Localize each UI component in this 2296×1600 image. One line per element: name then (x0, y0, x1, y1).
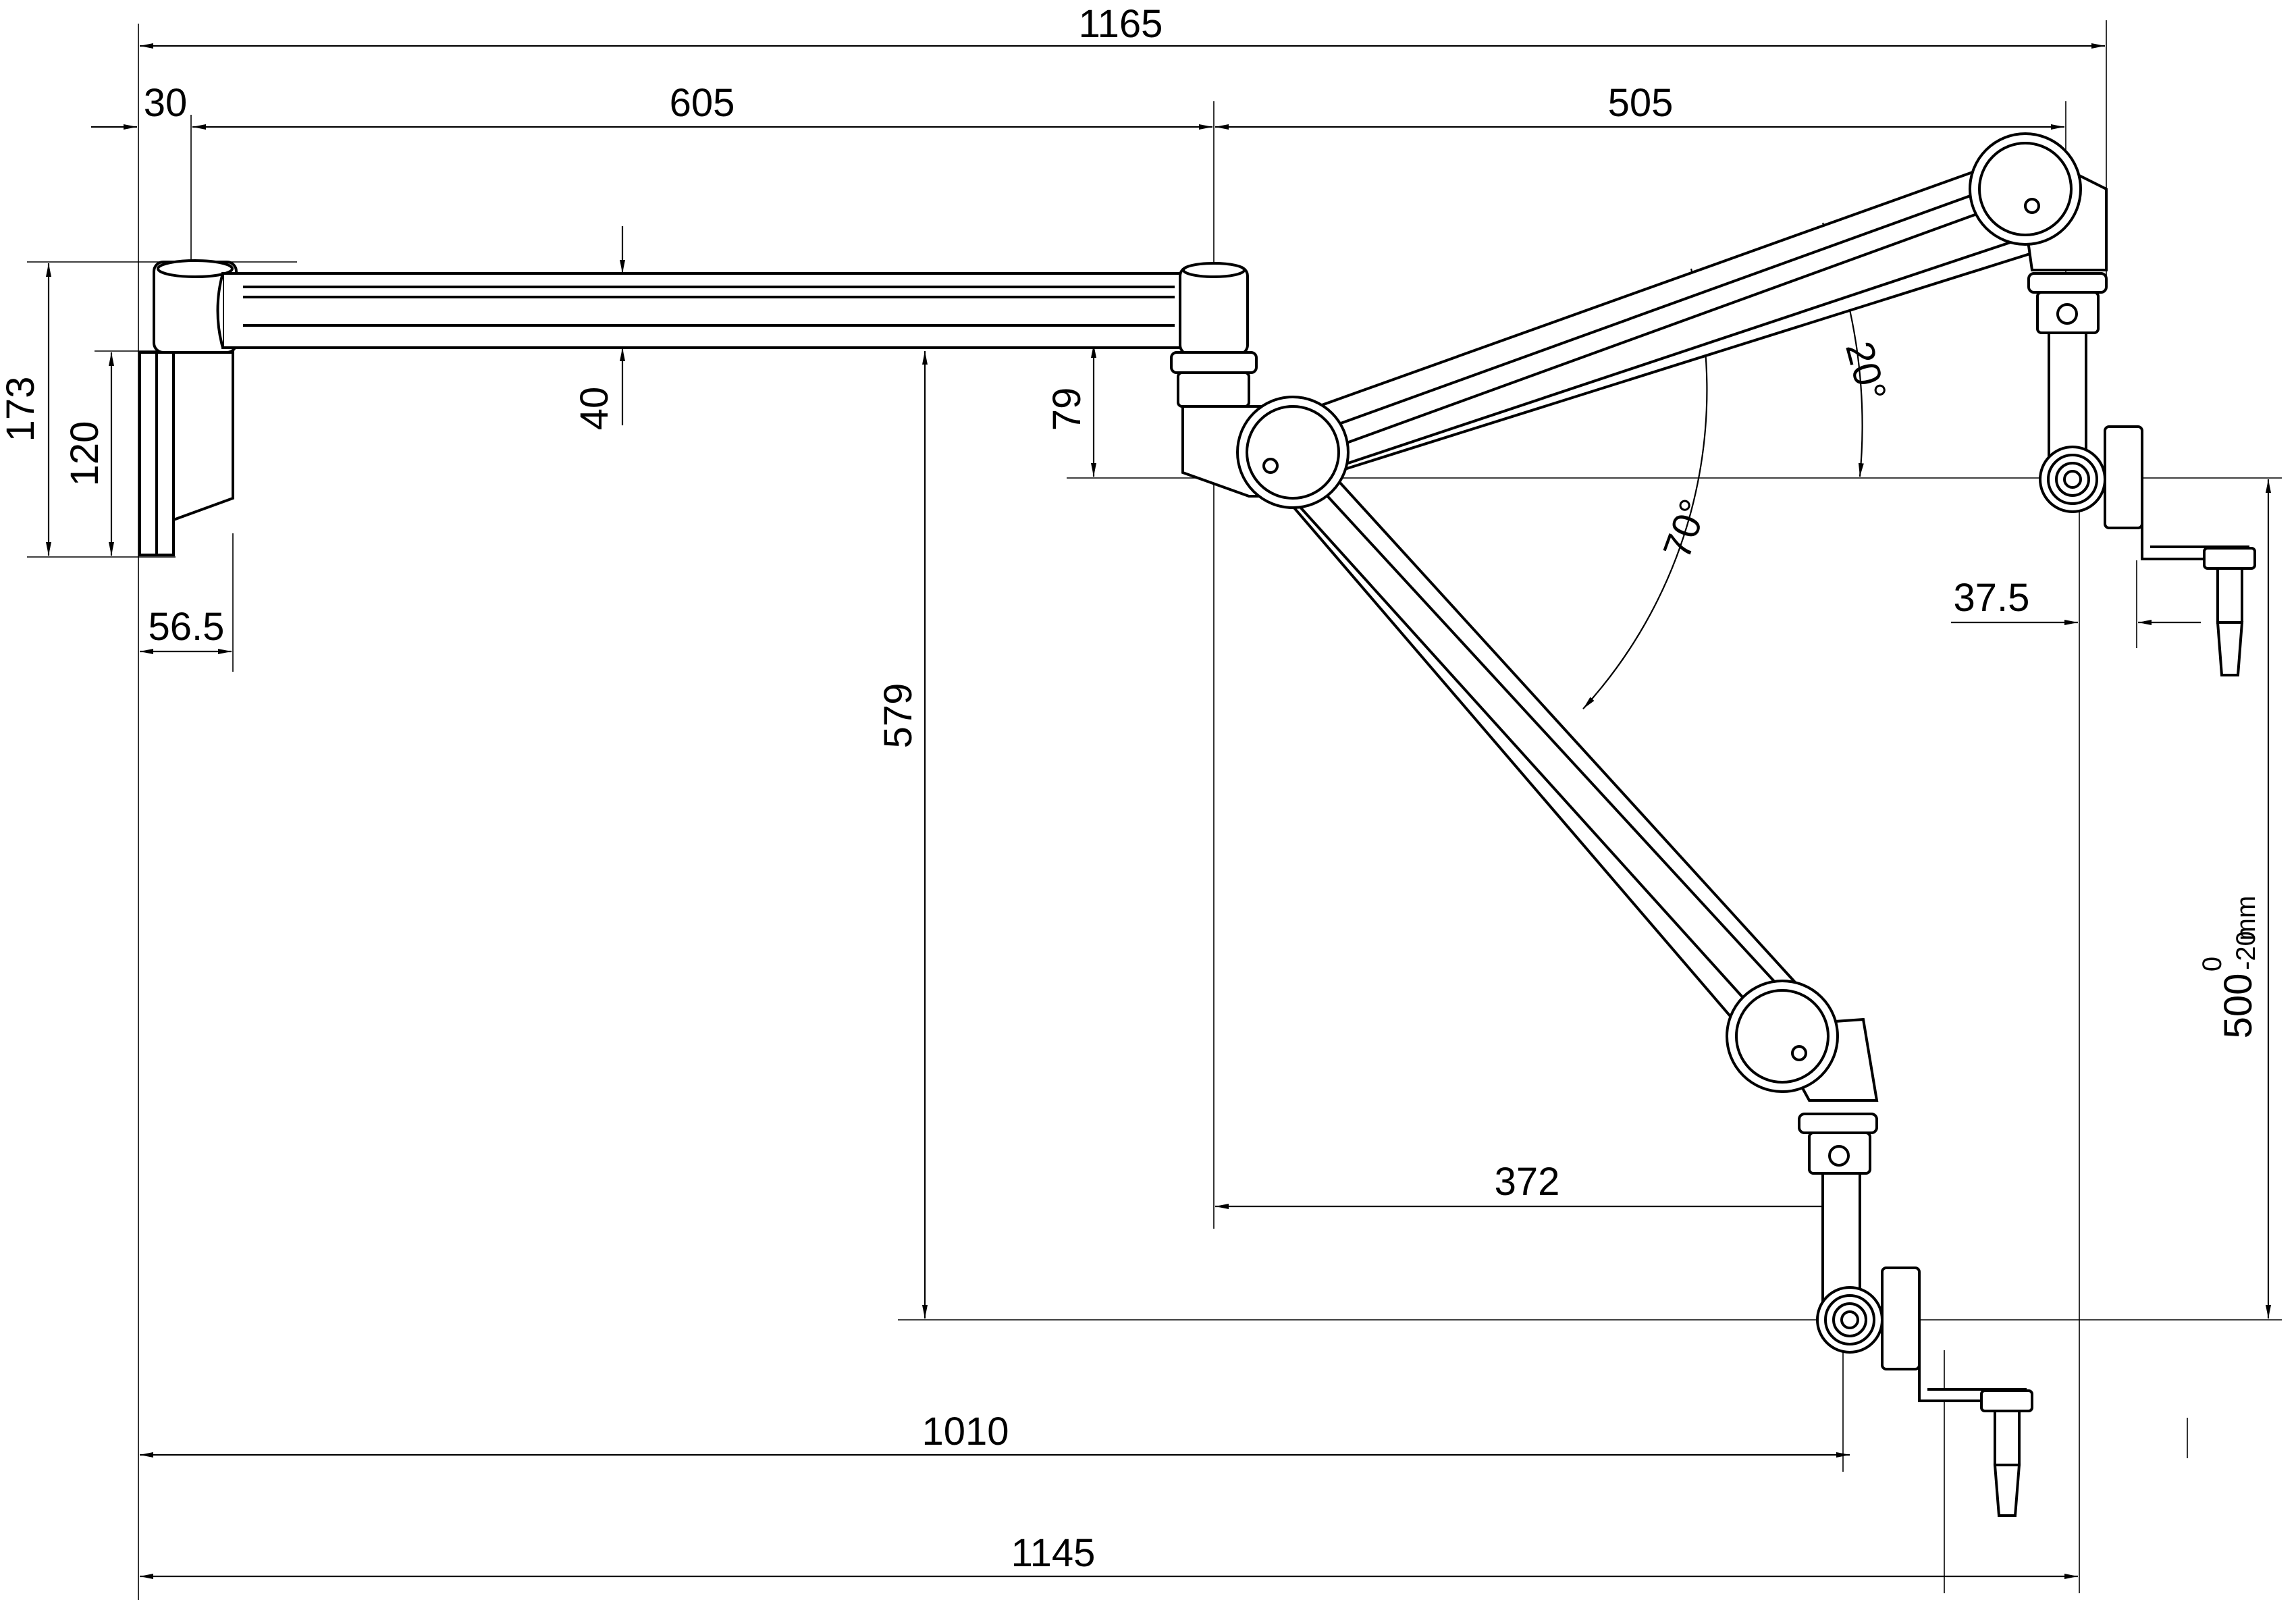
label-500-unit: mm (2231, 896, 2261, 941)
label-30: 30 (144, 81, 188, 125)
label-1145: 1145 (1011, 1531, 1096, 1575)
upper-arm (216, 272, 1183, 349)
label-375: 37.5 (1954, 576, 2030, 620)
label-173: 173 (0, 377, 43, 442)
label-565: 56.5 (149, 605, 225, 649)
base-pivot (153, 259, 238, 354)
label-500: 500 (2216, 974, 2260, 1039)
forearm-upper (1301, 163, 2034, 478)
wrist-lower (1726, 980, 1879, 1303)
label-1010: 1010 (922, 1410, 1009, 1454)
head-upper (2039, 425, 2256, 676)
label-120: 120 (63, 421, 107, 487)
wrist-upper (1969, 132, 2108, 462)
label-20-degree: 20° (1837, 337, 1894, 406)
forearm-lower (1269, 481, 1825, 1055)
label-372: 372 (1495, 1160, 1560, 1204)
elbow-round-joint (1236, 396, 1350, 509)
label-505: 505 (1608, 81, 1674, 125)
label-1165: 1165 (1079, 2, 1163, 46)
wall-plate (138, 351, 234, 556)
label-605: 605 (670, 81, 735, 125)
label-70-degree: 70° (1655, 494, 1716, 564)
head-lower (1816, 1266, 2033, 1517)
label-500-tolerance-lower: -20 (2231, 931, 2261, 970)
label-40: 40 (572, 387, 616, 431)
dimension-lines (46, 43, 2271, 1579)
label-79: 79 (1045, 388, 1089, 431)
label-500-tolerance-upper: 0 (2197, 957, 2227, 971)
label-579: 579 (876, 683, 920, 749)
